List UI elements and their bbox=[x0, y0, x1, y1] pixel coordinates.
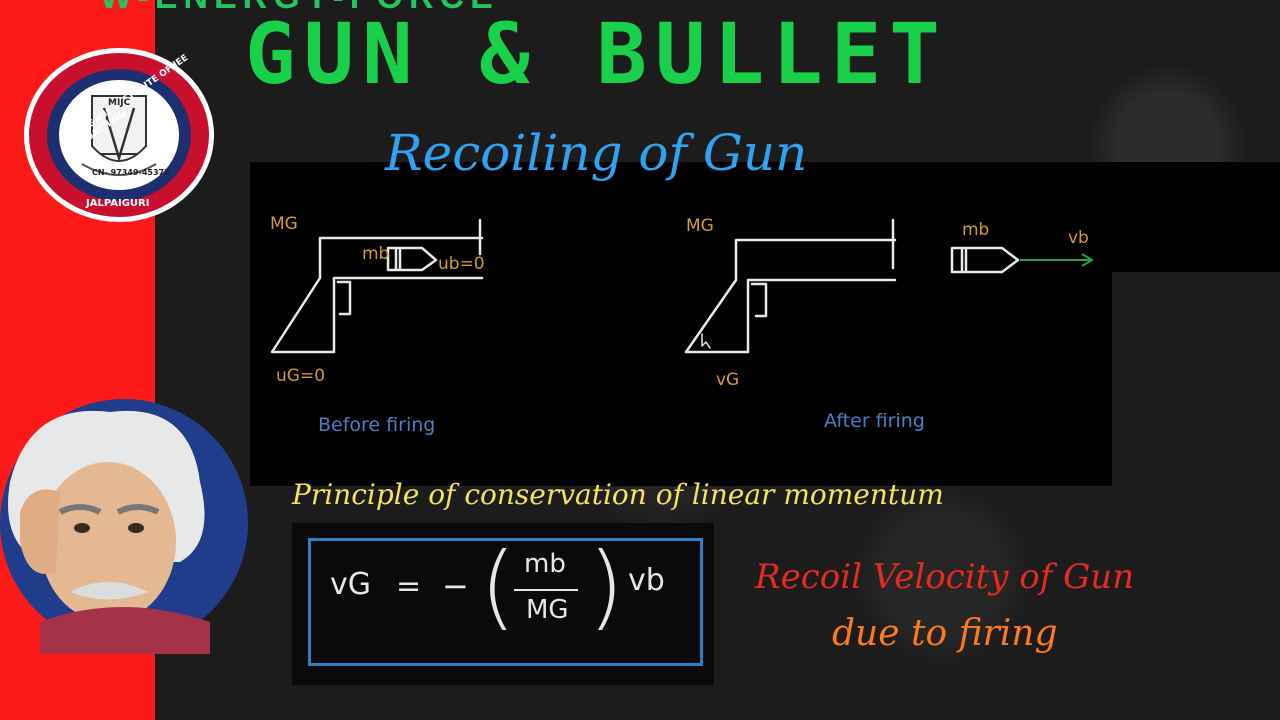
logo-emblem bbox=[24, 48, 214, 222]
equation-denominator: MG bbox=[526, 595, 569, 625]
label-before-bullet-mass: mb bbox=[362, 244, 390, 264]
institute-logo: MAGNUS INSTITUTE OF IEE COACHING MIJC CN… bbox=[22, 46, 216, 224]
gun-before-trigger bbox=[336, 280, 352, 316]
diagram-board-extension bbox=[1112, 162, 1280, 272]
gun-diagram-drawing bbox=[270, 218, 1094, 354]
principle-heading: Principle of conservation of linear mome… bbox=[292, 478, 944, 511]
label-before-bullet-velocity: ub=0 bbox=[438, 254, 485, 274]
equation-numerator: mb bbox=[524, 549, 566, 579]
recoil-caption-line1: Recoil Velocity of Gun bbox=[755, 557, 1135, 597]
velocity-arrow bbox=[1020, 253, 1094, 267]
equation-lhs: vG bbox=[330, 567, 372, 602]
equation-fraction-bar bbox=[514, 589, 578, 591]
logo-phone: CN- 97349-45372 bbox=[92, 168, 170, 177]
equation-panel: vG = − ( mb MG ) vb bbox=[292, 523, 714, 685]
gun-diagram-board: MG mb ub=0 uG=0 Before firing MG mb vb v… bbox=[250, 162, 1112, 486]
caption-before-firing: Before firing bbox=[318, 414, 436, 436]
equation-left-paren: ( bbox=[480, 533, 516, 640]
bullet-after bbox=[950, 246, 1020, 274]
label-after-bullet-velocity: vb bbox=[1068, 228, 1089, 248]
page-title: GUN & BULLET bbox=[245, 5, 948, 103]
gun-before-shape bbox=[270, 218, 484, 354]
caption-after-firing: After firing bbox=[824, 410, 925, 432]
bullet-before bbox=[386, 246, 438, 272]
label-before-gun-velocity: uG=0 bbox=[276, 366, 326, 386]
equation-minus-sign: − bbox=[442, 567, 469, 605]
label-before-gun-mass: MG bbox=[270, 214, 298, 234]
portrait-illustration bbox=[0, 399, 248, 654]
partial-top-heading: W-ENERGY-FORCE bbox=[100, 0, 499, 17]
page-subtitle: Recoiling of Gun bbox=[385, 124, 808, 182]
recoil-caption-line2: due to firing bbox=[832, 613, 1058, 654]
gun-after-trigger bbox=[750, 282, 768, 318]
equation-rhs: vb bbox=[628, 563, 665, 598]
cursor-mark bbox=[701, 333, 711, 349]
scientist-portrait bbox=[0, 392, 248, 654]
logo-location: JALPAIGURI bbox=[86, 198, 150, 209]
logo-monogram: MIJC bbox=[108, 98, 131, 108]
equation-right-paren: ) bbox=[588, 533, 624, 640]
label-after-gun-mass: MG bbox=[686, 216, 714, 236]
label-after-gun-velocity: vG bbox=[716, 370, 740, 390]
equation-equals: = bbox=[396, 569, 422, 604]
equation-box bbox=[308, 538, 703, 666]
gun-after-shape bbox=[684, 218, 897, 354]
label-after-bullet-mass: mb bbox=[962, 220, 990, 240]
